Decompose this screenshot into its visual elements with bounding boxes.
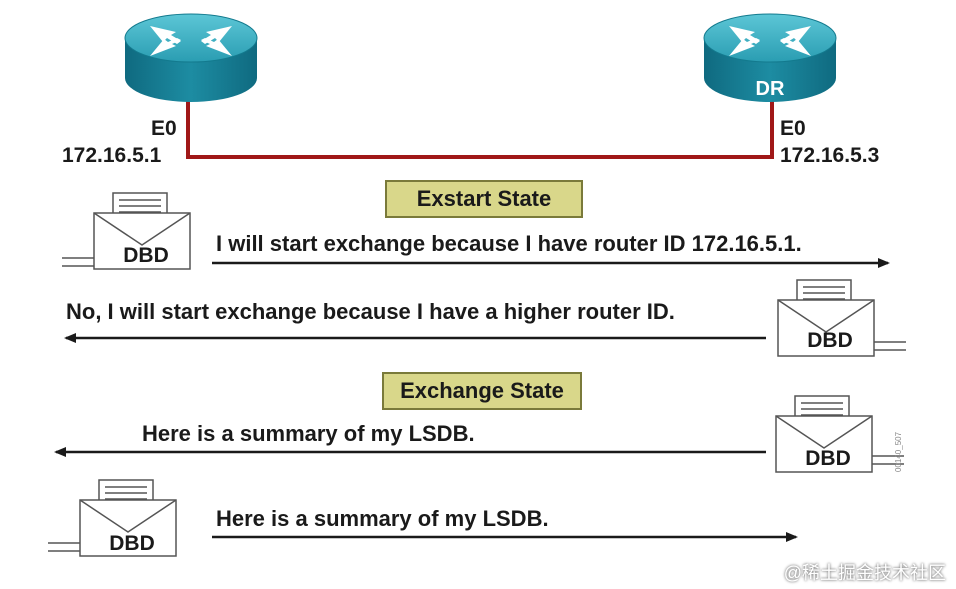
exstart-state-box: Exstart State <box>385 180 583 218</box>
dbd-label-2: DBD <box>807 329 853 352</box>
message-1: I will start exchange because I have rou… <box>216 231 802 256</box>
dbd-envelope-1-icon <box>62 192 191 270</box>
router-right-icon <box>703 13 837 102</box>
message-3: Here is a summary of my LSDB. <box>142 421 475 446</box>
dbd-envelope-4-icon <box>48 479 177 557</box>
left-ip-label: 172.16.5.1 <box>62 144 162 167</box>
dbd-envelope-2-icon <box>777 279 906 357</box>
ethernet-link <box>186 100 774 159</box>
dbd-label-3: DBD <box>805 447 851 470</box>
message-2: No, I will start exchange because I have… <box>66 299 675 324</box>
dbd-label-1: DBD <box>123 244 169 267</box>
dr-role-label: DR <box>755 78 785 100</box>
right-interface-label: E0 <box>780 117 806 140</box>
dbd-label-4: DBD <box>109 532 155 555</box>
message-4: Here is a summary of my LSDB. <box>216 506 549 531</box>
figure-id: 00140_507 <box>894 431 903 472</box>
dbd-envelope-3-icon <box>775 395 904 473</box>
router-left-icon <box>124 13 258 102</box>
exchange-state-box: Exchange State <box>382 372 582 410</box>
left-interface-label: E0 <box>151 117 177 140</box>
watermark-text: @稀土掘金技术社区 <box>783 563 946 583</box>
right-ip-label: 172.16.5.3 <box>780 144 880 167</box>
